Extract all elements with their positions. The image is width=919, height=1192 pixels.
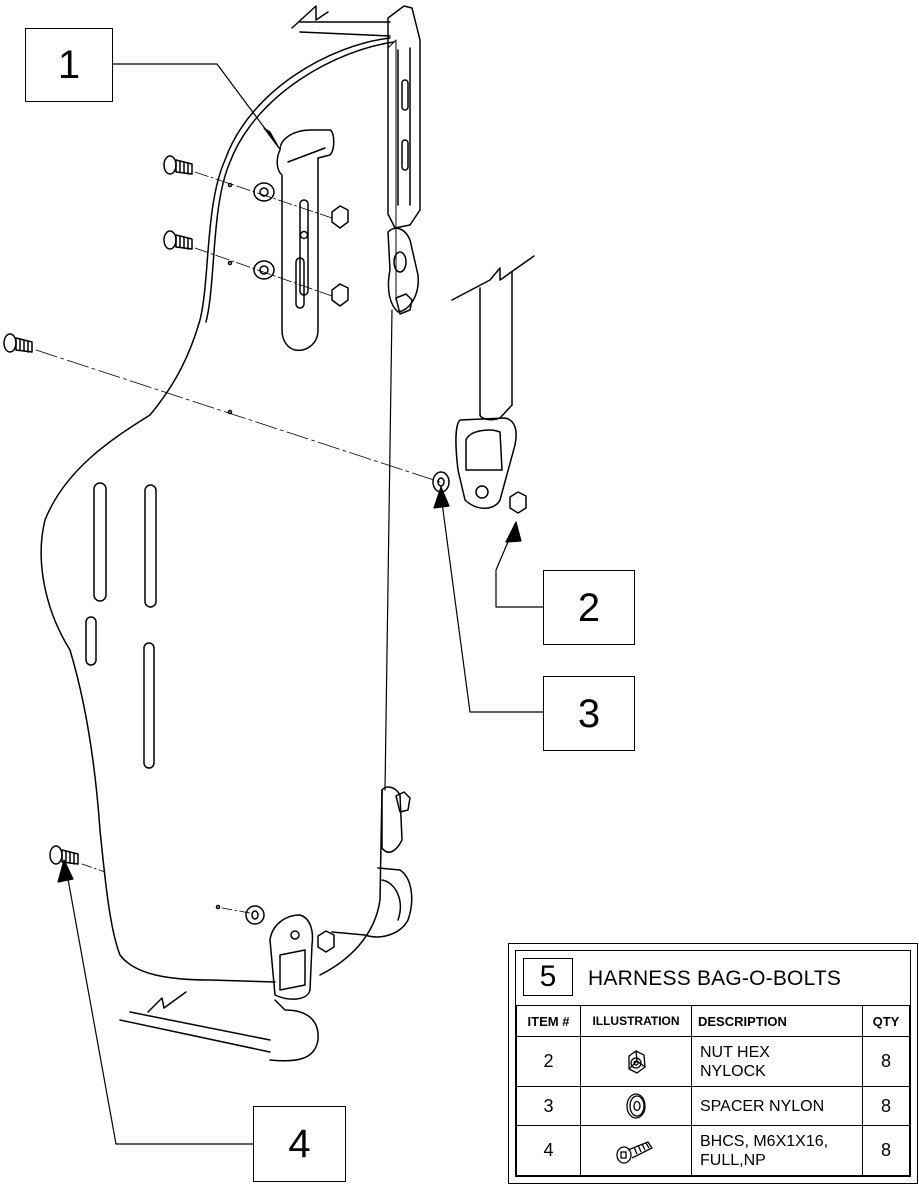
header-illustration: ILLUSTRATION [580,1005,692,1037]
button-head-screw-icon [616,1140,653,1164]
bottom-fasteners [49,845,335,1000]
row-description: BHCS, M6X1X16, FULL,NP [691,1125,863,1176]
row-illustration [580,1036,692,1087]
seat-back-plate [40,37,397,983]
callout-2: 2 [543,570,635,645]
header-qty: QTY [862,1005,910,1037]
callout-1: 1 [25,28,113,102]
upper-strap-clip [387,227,419,315]
row-qty: 8 [862,1086,910,1126]
table-row: 3 SPACER NYLON 8 [516,1086,910,1126]
bom-header-row: ITEM # ILLUSTRATION DESCRIPTION QTY [516,1005,910,1037]
bom-title: HARNESS BAG-O-BOLTS [588,967,842,990]
leader-1 [111,63,273,139]
middle-fasteners [3,333,527,514]
harness-bracket [276,129,335,352]
description-line: SPACER NYLON [700,1097,825,1115]
row-item: 4 [516,1125,581,1176]
upper-fasteners [163,155,349,307]
leader-3 [440,494,544,713]
hex-nylock-nut-icon [628,1049,646,1074]
screw-upper-1 [163,155,193,175]
description-line: FULL,NP [700,1151,766,1169]
callout-3: 3 [543,676,635,751]
header-item: ITEM # [516,1005,581,1037]
description-line: NUT HEX [700,1043,770,1061]
row-qty: 8 [862,1036,910,1087]
leader-lines [57,63,544,1145]
row-item: 3 [516,1086,581,1126]
nylon-spacer-icon [626,1093,646,1119]
leader-2 [495,529,544,608]
bom-item-number: 5 [523,958,573,996]
table-row: 2 NUT HEX NYLOCK 8 [516,1036,910,1087]
lower-strap-clip [331,786,413,938]
right-strap-buckle [451,255,535,509]
header-description: DESCRIPTION [691,1005,863,1037]
row-illustration [580,1125,692,1176]
row-qty: 8 [862,1125,910,1176]
bom-table: ITEM # ILLUSTRATION DESCRIPTION QTY 2 [516,1005,910,1176]
table-row: 4 BHCS, M6X1X16, FULL,NP 8 [516,1125,910,1176]
screw-middle [3,333,33,353]
row-item: 2 [516,1036,581,1087]
screw-bottom [49,845,79,865]
description-line: BHCS, M6X1X16, [700,1132,829,1150]
callout-4: 4 [253,1106,346,1182]
row-description: NUT HEX NYLOCK [691,1036,863,1087]
row-illustration [580,1086,692,1126]
bom-title-row: 5 HARNESS BAG-O-BOLTS [516,951,910,1005]
screw-upper-2 [163,230,193,250]
frame-tube-top [291,5,421,229]
bill-of-materials: 5 HARNESS BAG-O-BOLTS ITEM # ILLUSTRATIO… [508,943,918,1184]
row-description: SPACER NYLON [691,1086,863,1126]
description-line: NYLOCK [700,1062,766,1080]
frame-tube-bottom [119,991,319,1062]
leader-4 [65,867,254,1145]
